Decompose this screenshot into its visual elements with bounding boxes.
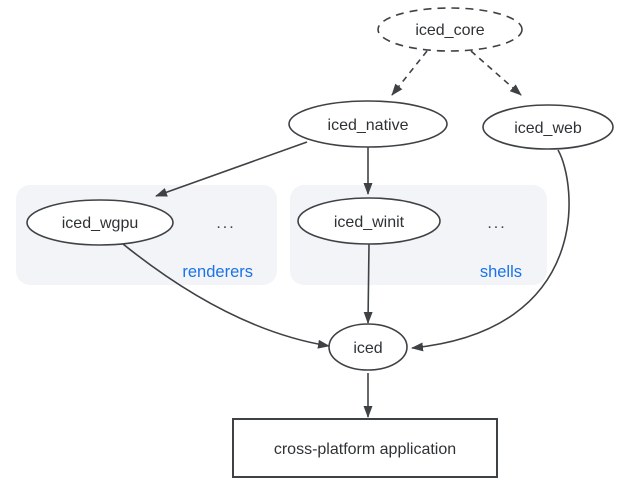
edge-iced-web-to-iced bbox=[411, 149, 570, 352]
edge-iced-native-to-iced-wgpu bbox=[155, 141, 308, 197]
node-iced-winit-label: iced_winit bbox=[334, 214, 405, 231]
node-iced-native-label: iced_native bbox=[328, 117, 409, 134]
edge-iced-winit-to-iced bbox=[363, 243, 373, 324]
node-cross-platform-application bbox=[232, 418, 498, 478]
node-iced-wgpu bbox=[26, 199, 174, 246]
node-iced-web bbox=[482, 104, 614, 150]
node-iced-core bbox=[377, 7, 523, 52]
node-cross-platform-application-label: cross-platform application bbox=[274, 441, 456, 458]
shells-ellipsis: ... bbox=[487, 215, 506, 232]
node-iced-wgpu-label: iced_wgpu bbox=[62, 215, 139, 232]
edge-iced-core-to-iced-web bbox=[470, 50, 522, 96]
node-iced-label: iced bbox=[353, 340, 382, 357]
node-iced bbox=[328, 323, 408, 371]
node-iced-core-label: iced_core bbox=[415, 22, 484, 39]
renderers-ellipsis: ... bbox=[216, 215, 235, 232]
node-iced-winit bbox=[297, 197, 441, 245]
edge-iced-core-to-iced-native bbox=[391, 50, 428, 96]
edge-iced-wgpu-to-iced bbox=[122, 243, 330, 349]
shells-group-label: shells bbox=[480, 263, 522, 281]
node-iced-web-label: iced_web bbox=[514, 120, 582, 137]
renderers-group-label: renderers bbox=[182, 263, 253, 281]
node-iced-native bbox=[288, 100, 448, 148]
